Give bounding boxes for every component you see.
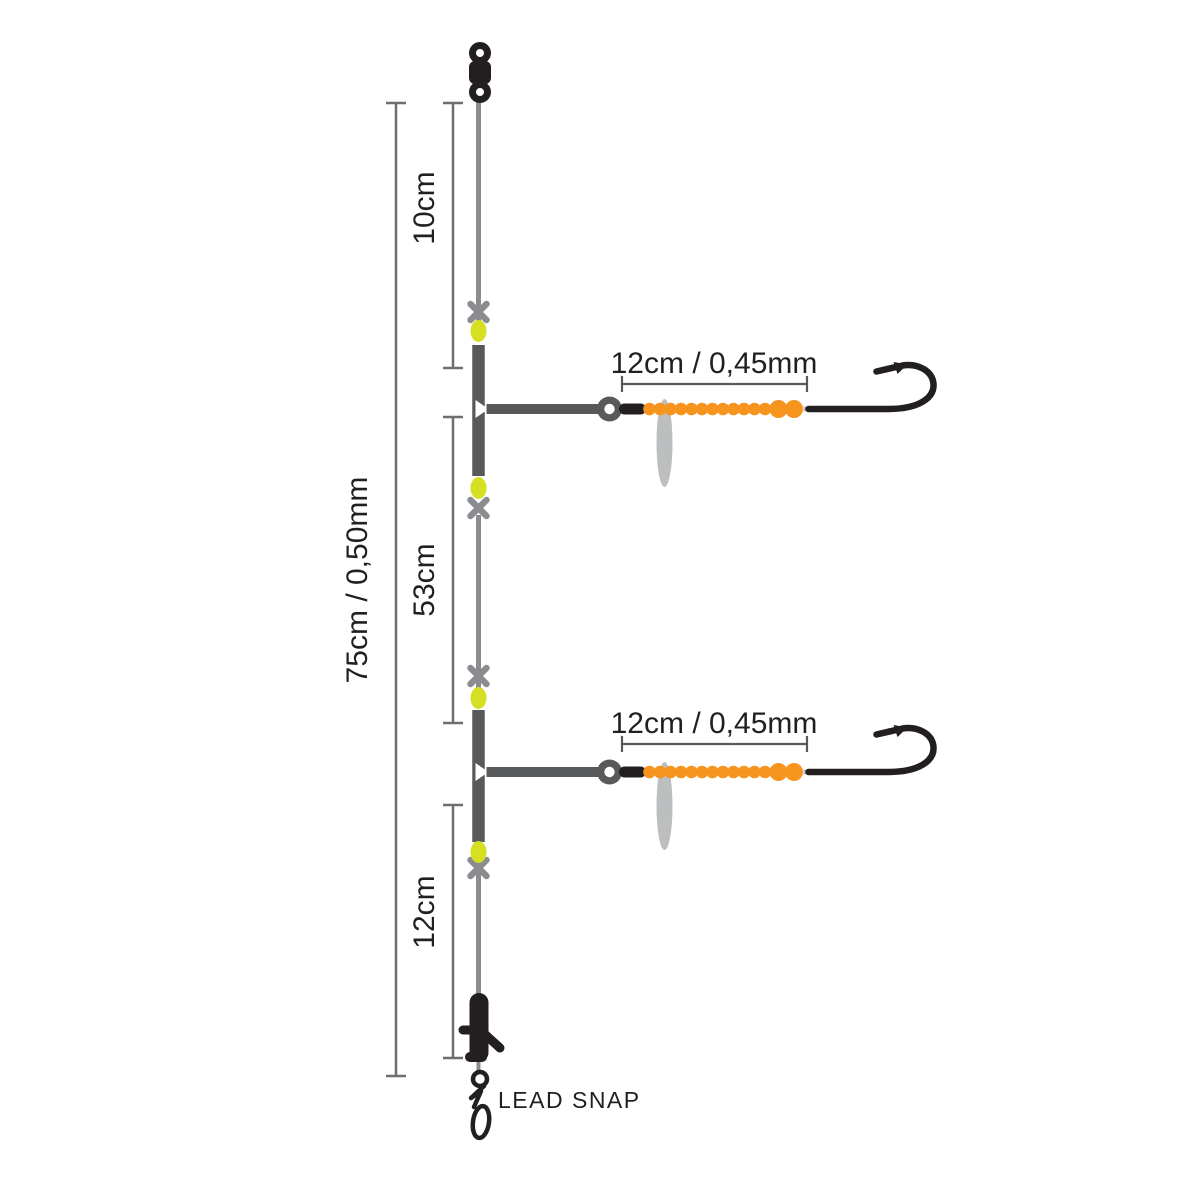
measure-bottom-label: 12cm <box>408 875 441 948</box>
yellow-bead-2-icon <box>470 477 487 499</box>
lead-snap-label: LEAD SNAP <box>498 1087 641 1113</box>
measure-bottom-12cm: 12cm <box>408 803 463 1060</box>
stop-knot-2-icon <box>471 500 487 516</box>
snood-branch-top <box>476 362 934 487</box>
yellow-bead-3-icon <box>470 687 487 709</box>
yellow-bead-4-icon <box>470 841 487 863</box>
measure-top-label: 10cm <box>408 171 441 244</box>
lead-clip-icon <box>458 993 505 1062</box>
measure-total-75cm: 75cm / 0,50mm <box>341 101 406 1078</box>
measure-top-10cm: 10cm <box>408 101 463 370</box>
yellow-bead-1-icon <box>470 320 487 342</box>
lead-snap-icon <box>468 1069 492 1141</box>
measure-total-label: 75cm / 0,50mm <box>341 477 374 684</box>
snood-bottom-label: 12cm / 0,45mm <box>611 707 818 740</box>
measure-middle-53cm: 53cm <box>408 415 463 725</box>
snood-top-label: 12cm / 0,45mm <box>611 347 818 380</box>
measure-middle-label: 53cm <box>408 543 441 616</box>
barrel-swivel-icon <box>469 42 491 103</box>
